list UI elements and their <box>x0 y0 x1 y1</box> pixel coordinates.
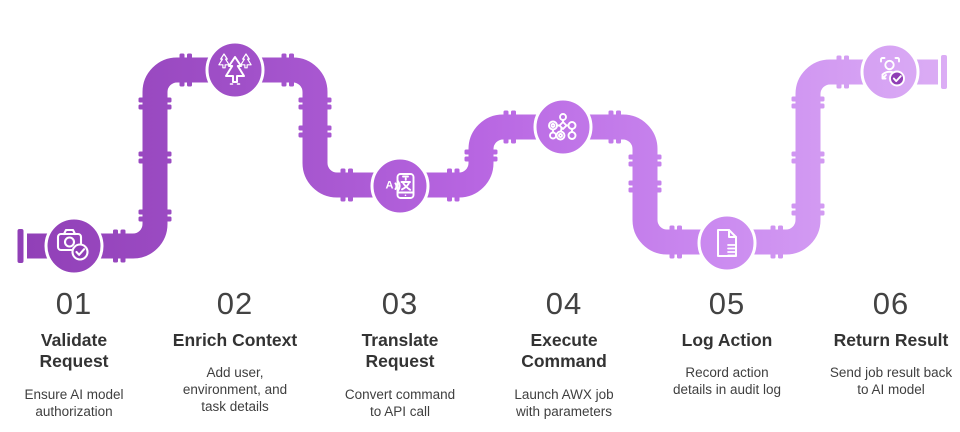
step-title: Execute Command <box>521 330 607 372</box>
step-2-text: 02 Enrich Context Add user, environment,… <box>155 288 315 415</box>
step-3-text: 03 Translate Request Convert command to … <box>320 288 480 420</box>
step-5-text: 05 Log Action Record action details in a… <box>647 288 807 398</box>
camera-check-icon <box>56 228 89 261</box>
step-description: Send job result back to AI model <box>829 365 953 398</box>
step-2-node <box>205 40 265 100</box>
step-description: Record action details in audit log <box>672 365 782 398</box>
step-number: 03 <box>381 286 419 321</box>
step-1-text: 01 Validate Request Ensure AI model auth… <box>0 288 154 420</box>
step-5-node <box>697 213 757 273</box>
step-title: Translate Request <box>361 330 439 372</box>
step-title: Enrich Context <box>172 330 298 350</box>
step-description: Launch AWX job with parameters <box>514 386 614 419</box>
pipe-end-caps <box>17 55 947 263</box>
pipe-path <box>27 57 938 259</box>
pipeline-graphic: A <box>17 40 947 276</box>
user-check-icon <box>880 57 905 87</box>
step-description: Ensure AI model authorization <box>24 386 124 419</box>
step-number: 05 <box>708 286 746 321</box>
document-icon <box>717 229 737 257</box>
step-4-text: 04 Execute Command Launch AWX job with p… <box>484 288 644 420</box>
step-description: Add user, environment, and task details <box>182 365 288 415</box>
step-number: 01 <box>55 286 93 321</box>
step-title: Return Result <box>833 330 949 350</box>
pipe-flanges <box>113 53 849 263</box>
svg-text:A: A <box>386 180 394 192</box>
step-6-text: 06 Return Result Send job result back to… <box>811 288 960 398</box>
step-title: Log Action <box>681 330 773 350</box>
pine-trees-icon <box>218 53 252 85</box>
step-number: 04 <box>545 286 583 321</box>
step-4-node <box>533 97 593 157</box>
step-title: Validate Request <box>39 330 109 372</box>
step-number: 06 <box>872 286 910 321</box>
step-number: 02 <box>216 286 254 321</box>
network-graph-icon <box>548 113 577 141</box>
step-description: Convert command to API call <box>344 386 456 419</box>
translate-icon: A <box>386 173 415 199</box>
